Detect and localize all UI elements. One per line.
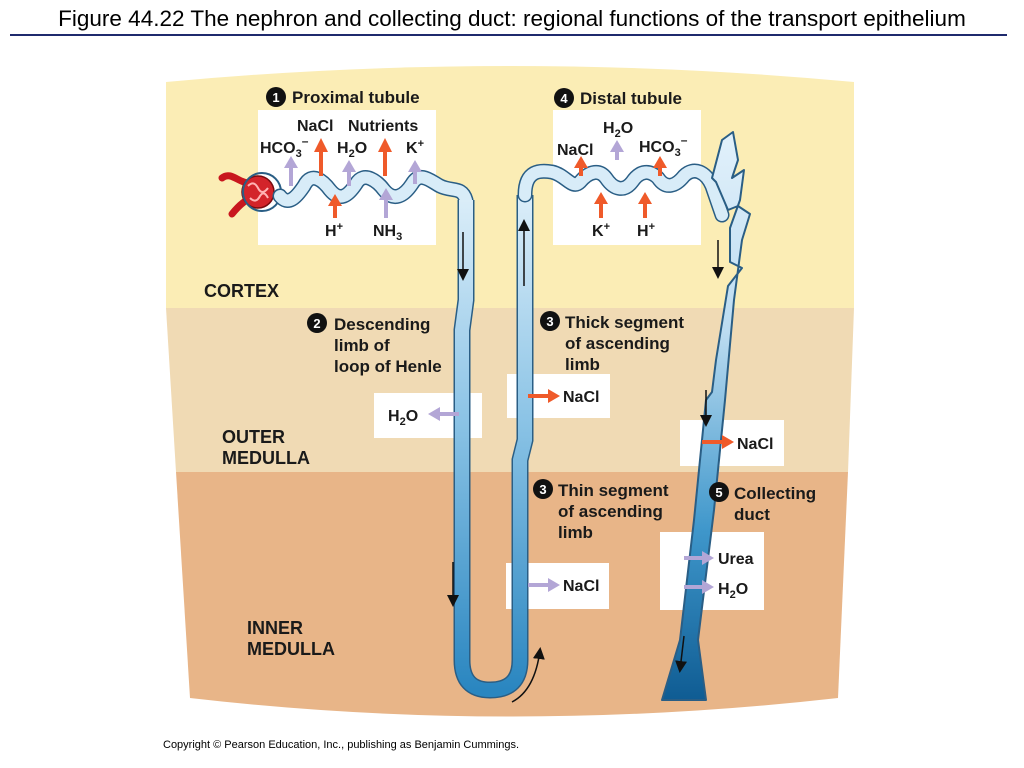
proximal-hco3: HCO3– [260, 134, 309, 160]
segment-3-thick-label: 3 Thick segment of ascending limb [540, 311, 684, 374]
outer-label-2: MEDULLA [222, 448, 310, 468]
transport-arrows [284, 138, 734, 594]
distal-substances: H2O NaCl HCO3– K+ H+ [557, 120, 688, 240]
thin-label-2: of ascending [558, 502, 663, 521]
flow-arrows [447, 219, 724, 703]
title-underline [10, 34, 1007, 36]
descending-h2o: H2O [388, 408, 418, 428]
badge-1 [266, 87, 286, 107]
badge-2-number: 2 [313, 316, 320, 331]
badge-1-number: 1 [272, 90, 279, 105]
medulla-substances: H2O NaCl NaCl NaCl Urea H2O [388, 389, 773, 601]
copyright-notice: Copyright © Pearson Education, Inc., pub… [163, 739, 520, 751]
segment-3-thin-label: 3 Thin segment of ascending limb [533, 479, 669, 542]
distal-h: H+ [637, 221, 655, 240]
segment-1-label: 1 Proximal tubule [266, 87, 420, 107]
thick-label-1: Thick segment [565, 313, 684, 332]
proximal-tubule-label: Proximal tubule [292, 88, 420, 107]
proximal-h: H+ [325, 221, 343, 240]
proximal-h2o: H2O [337, 140, 367, 160]
badge-5 [709, 482, 729, 502]
collecting-h2o: H2O [718, 581, 748, 601]
descending-label-2: limb of [334, 336, 390, 355]
segment-2-label: 2 Descending limb of loop of Henle [307, 313, 442, 376]
distal-nacl: NaCl [557, 142, 593, 159]
badge-2 [307, 313, 327, 333]
descending-label-3: loop of Henle [334, 357, 442, 376]
proximal-nacl: NaCl [297, 118, 333, 135]
collecting-label-1: Collecting [734, 484, 816, 503]
proximal-nutrients: Nutrients [348, 118, 418, 135]
cortex-label: CORTEX [204, 281, 279, 301]
badge-3-thick [540, 311, 560, 331]
segment-5-label: 5 Collecting duct [709, 482, 816, 524]
thick-label-3: limb [565, 355, 600, 374]
distal-hco3: HCO3– [639, 133, 688, 159]
glomerulus [218, 172, 282, 218]
segment-4-label: 4 Distal tubule [554, 88, 682, 108]
thin-label-3: limb [558, 523, 593, 542]
thick-nacl: NaCl [563, 389, 599, 406]
badge-4-number: 4 [560, 91, 568, 106]
badge-4 [554, 88, 574, 108]
collecting-nacl: NaCl [737, 436, 773, 453]
badge-3-thick-number: 3 [546, 314, 553, 329]
thin-nacl: NaCl [563, 578, 599, 595]
collecting-urea-h2o-box [660, 532, 764, 610]
distal-h2o: H2O [603, 120, 633, 140]
proximal-substances: HCO3– NaCl Nutrients H2O K+ H+ NH3 [260, 118, 424, 243]
thin-label-1: Thin segment [558, 481, 669, 500]
collecting-urea: Urea [718, 551, 754, 568]
distal-tubule-label: Distal tubule [580, 89, 682, 108]
descending-label-1: Descending [334, 315, 430, 334]
collecting-label-2: duct [734, 505, 770, 524]
badge-3-thin [533, 479, 553, 499]
proximal-nh3: NH3 [373, 223, 402, 243]
region-labels: CORTEX OUTER MEDULLA INNER MEDULLA [204, 281, 335, 659]
badge-5-number: 5 [715, 485, 722, 500]
outer-label-1: OUTER [222, 427, 285, 447]
thick-label-2: of ascending [565, 334, 670, 353]
inner-label-1: INNER [247, 618, 303, 638]
figure-title: Figure 44.22 The nephron and collecting … [58, 6, 966, 31]
proximal-k: K+ [406, 138, 424, 157]
distal-k: K+ [592, 221, 610, 240]
inner-label-2: MEDULLA [247, 639, 335, 659]
badge-3-thin-number: 3 [539, 482, 546, 497]
